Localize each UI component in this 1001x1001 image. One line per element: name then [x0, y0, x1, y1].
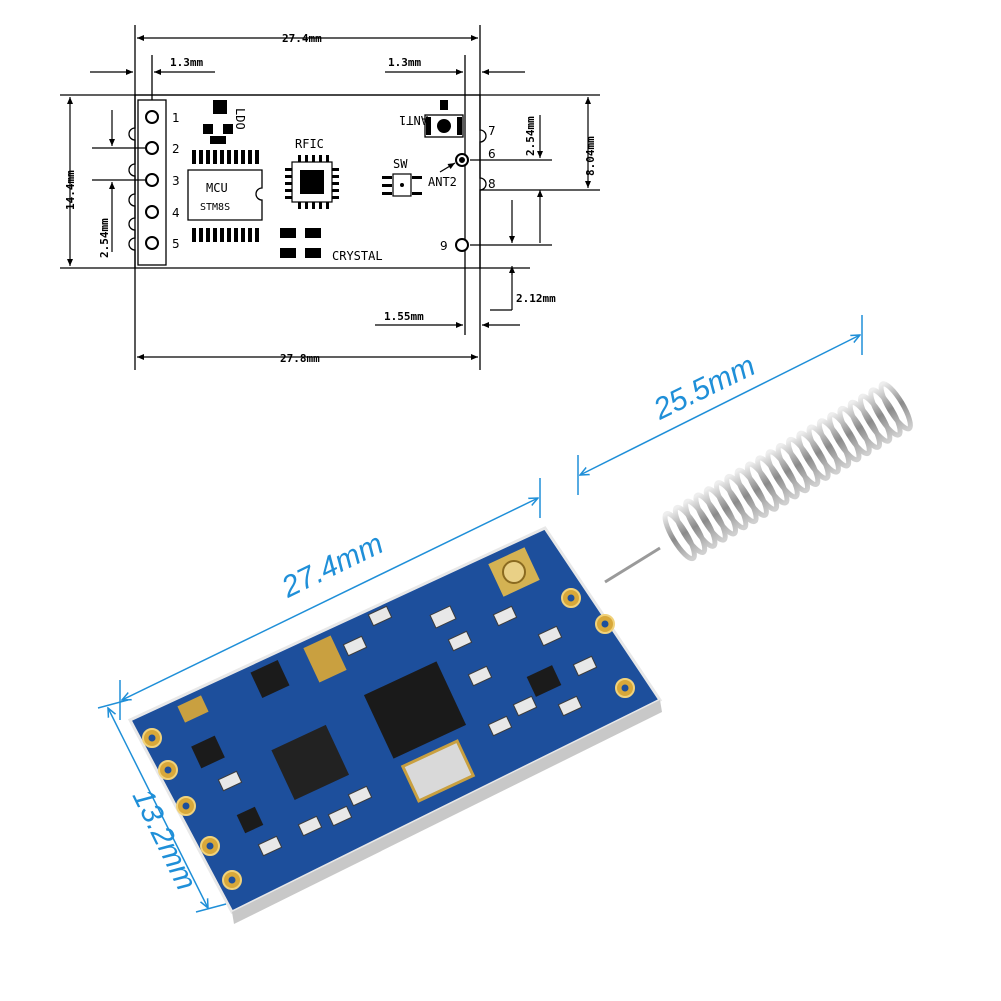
rfic-label: RFIC	[295, 137, 324, 151]
pin-hole	[145, 141, 159, 155]
dim-pitch-left: 2.54mm	[98, 218, 111, 258]
pin-number: 2	[172, 142, 180, 156]
pcb-board	[127, 526, 663, 924]
dim-pitch-right: 2.54mm	[524, 116, 537, 156]
pin-hole	[145, 236, 159, 250]
pin-number: 7	[488, 124, 496, 138]
dim-left-offset: 1.3mm	[170, 56, 203, 69]
dim-right-height: 8.04mm	[584, 136, 597, 176]
left-pin-numbers: 1 2 3 4 5	[172, 111, 180, 251]
crystal-footprint	[280, 228, 321, 258]
dim-bottom-offset: 1.55mm	[384, 310, 424, 323]
sw-footprint	[382, 173, 422, 197]
sw-label: SW	[393, 157, 408, 171]
pin-number: 4	[172, 206, 180, 220]
dim-height: 14.4mm	[64, 170, 77, 210]
mcu-chip	[271, 724, 350, 801]
mcu-part-label: STM8S	[200, 202, 230, 213]
pin-hole	[145, 110, 159, 124]
mcu-label: MCU	[206, 181, 228, 195]
pin-number: 5	[172, 237, 180, 251]
dim-top-width: 27.4mm	[282, 32, 322, 45]
dim-board-length: 27.4mm	[276, 527, 389, 605]
ant1-label: ANT1	[399, 113, 428, 127]
ldo-footprint	[203, 100, 233, 144]
dim-right-margin: 2.12mm	[516, 292, 556, 305]
dimension-labels: 27.4mm 1.3mm 1.3mm 14.4mm 2.54mm 2.54mm …	[64, 32, 597, 365]
dim-right-offset: 1.3mm	[388, 56, 421, 69]
spring-antenna	[604, 381, 913, 584]
ant1-connector	[424, 100, 464, 138]
mcu-footprint	[187, 150, 263, 242]
pin-number: 9	[440, 239, 448, 253]
right-pin-numbers: 7 6 8 9	[440, 124, 496, 253]
mechanical-diagram	[60, 25, 600, 370]
pin-hole	[145, 205, 159, 219]
crystal	[400, 739, 476, 803]
pin-number: 1	[172, 111, 180, 125]
pin9-pad	[455, 238, 469, 252]
pin-number: 8	[488, 177, 496, 191]
pin-hole	[145, 173, 159, 187]
photo-dimension-lines	[97, 315, 863, 913]
right-pads	[455, 153, 469, 252]
ant2-pad-inner	[459, 157, 465, 163]
left-pin-header	[145, 110, 159, 250]
rfic-footprint	[285, 155, 339, 209]
crystal-label: CRYSTAL	[332, 249, 383, 263]
dim-bottom-width: 27.8mm	[280, 352, 320, 365]
pin-number: 6	[488, 147, 496, 161]
pin-number: 3	[172, 174, 180, 188]
ant2-label: ANT2	[428, 175, 457, 189]
ldo-label: LDO	[233, 108, 247, 130]
dim-antenna-length: 25.5mm	[648, 349, 761, 427]
dimension-lines	[67, 35, 600, 360]
